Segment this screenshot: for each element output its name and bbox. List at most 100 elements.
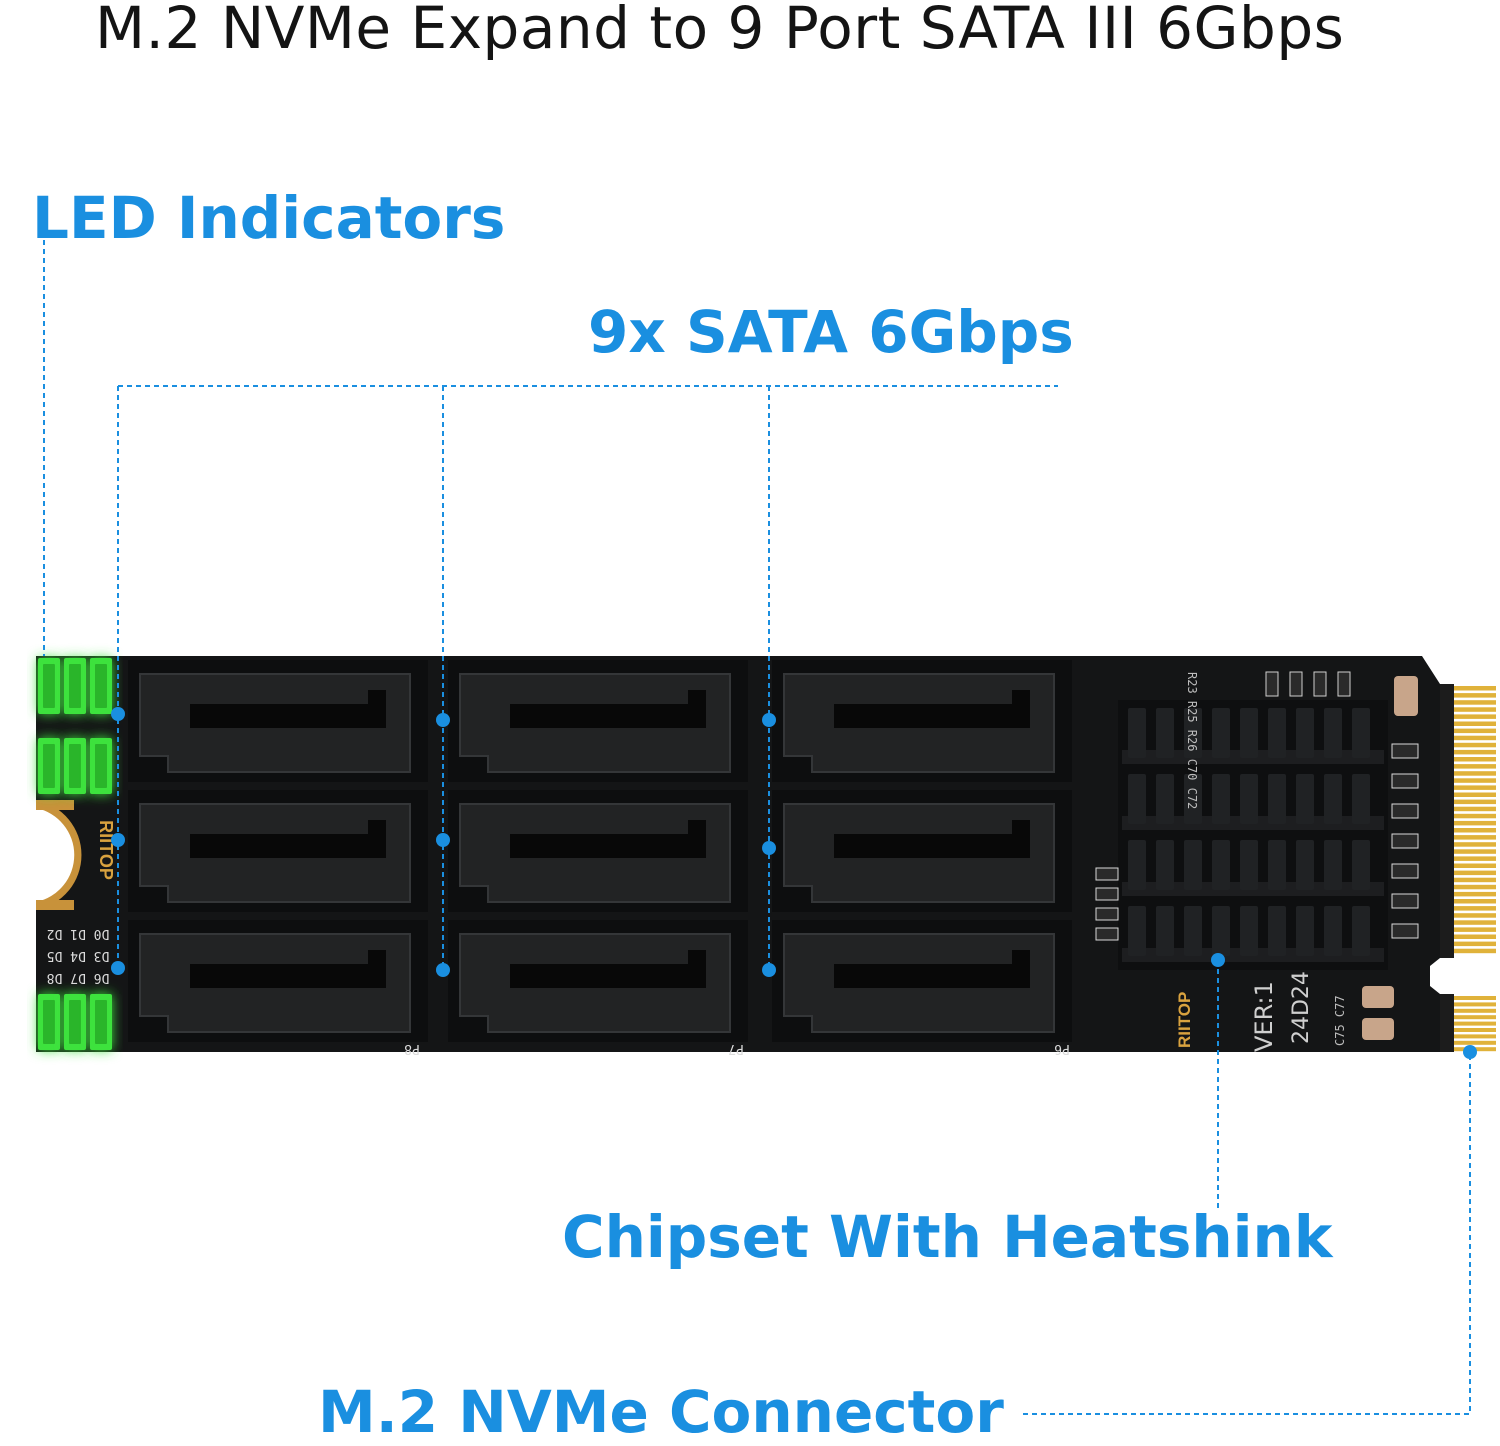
gold-finger: [1454, 714, 1496, 719]
gold-finger: [1454, 757, 1496, 762]
heatsink-fin: [1324, 774, 1342, 824]
heatsink-fin: [1128, 708, 1146, 758]
gold-finger: [1454, 771, 1496, 776]
heatsink-fin: [1296, 906, 1314, 956]
gold-finger: [1454, 1008, 1496, 1013]
gold-finger: [1454, 792, 1496, 797]
led-body: [95, 744, 107, 788]
heatsink-fin: [1268, 708, 1286, 758]
sata-port: [448, 920, 748, 1042]
silkscreen-refs: R23 R25 R26 C70 C72: [1185, 672, 1199, 809]
date-code: 24D24: [1289, 971, 1314, 1044]
heatsink-fin: [1268, 840, 1286, 890]
sata-port-slot-key: [1012, 690, 1030, 728]
led-body: [43, 744, 55, 788]
led-body: [95, 1000, 107, 1044]
heatsink-fin: [1212, 840, 1230, 890]
smd-capacitor: [1394, 676, 1418, 716]
heatsink-fin: [1324, 906, 1342, 956]
smd-resistor: [1265, 671, 1279, 697]
gold-finger: [1454, 835, 1496, 840]
heatsink-fin: [1184, 840, 1202, 890]
callout-dot: [762, 963, 776, 977]
heatsink-fin: [1128, 774, 1146, 824]
smd-component: [1391, 863, 1419, 879]
sata-ports-label: 9x SATA 6Gbps: [588, 298, 1074, 366]
smd-components: [1095, 671, 1419, 1040]
smd-component: [1095, 927, 1119, 941]
sata-port: [128, 660, 428, 782]
gold-finger: [1454, 749, 1496, 755]
sata-port-slot: [510, 704, 706, 728]
gold-finger: [1454, 728, 1496, 734]
gold-finger: [1454, 1021, 1496, 1026]
heatsink-fin: [1324, 840, 1342, 890]
callout-dot: [111, 707, 125, 721]
smd-resistor: [1313, 671, 1327, 697]
heatsink-fin: [1212, 774, 1230, 824]
brand-logo-right: RIITOP: [1175, 992, 1194, 1048]
finger-base: [1440, 684, 1454, 958]
gold-finger: [1454, 856, 1496, 861]
smd-capacitor: [1362, 986, 1394, 1008]
heatsink-fin: [1296, 708, 1314, 758]
heatsink-fin: [1128, 906, 1146, 956]
heatsink-fin: [1212, 906, 1230, 956]
gold-finger: [1454, 742, 1496, 748]
board-version: VER:1: [1250, 981, 1278, 1052]
sata-port-slot-key: [688, 820, 706, 858]
smd-component: [1095, 867, 1119, 881]
led-silk-1: D0 D1 D2: [47, 926, 110, 941]
led-silk-3: D6 D7 D8: [47, 970, 110, 985]
gold-finger: [1454, 996, 1496, 1000]
gold-finger: [1454, 934, 1496, 939]
sata-port-slot-key: [1012, 820, 1030, 858]
sata-port: [448, 660, 748, 782]
callout-dot: [436, 963, 450, 977]
sata-port-slot-key: [368, 690, 386, 728]
heatsink-fin: [1352, 840, 1370, 890]
heatsink-fin: [1184, 774, 1202, 824]
sata-port: [772, 660, 1072, 782]
gold-finger: [1454, 941, 1496, 947]
heatsink-fin: [1240, 906, 1258, 956]
sata-port-slot: [834, 704, 1030, 728]
sata-port-slot-key: [688, 690, 706, 728]
sata-port: [128, 790, 428, 912]
callout-dot: [762, 841, 776, 855]
callout-dot: [1463, 1045, 1477, 1059]
gold-finger: [1454, 870, 1496, 876]
gold-finger: [1454, 700, 1496, 705]
callout-dot: [111, 961, 125, 975]
page-title: M.2 NVMe Expand to 9 Port SATA III 6Gbps: [95, 0, 1345, 62]
m2-gold-fingers: [1440, 684, 1496, 1052]
gold-finger: [1454, 1034, 1496, 1039]
gold-finger: [1454, 806, 1496, 812]
smd-resistor: [1289, 671, 1303, 697]
gold-finger: [1454, 1015, 1496, 1020]
gold-finger: [1454, 927, 1496, 932]
smd-component: [1095, 887, 1119, 901]
heatsink-fin: [1184, 906, 1202, 956]
sata-port-slot-key: [688, 950, 706, 988]
smd-component: [1391, 833, 1419, 849]
heatsink-fin: [1268, 906, 1286, 956]
callout-dots: [111, 707, 1477, 1059]
port-label-p6: P6: [1054, 1041, 1070, 1056]
gold-finger: [1454, 820, 1496, 826]
gold-finger: [1454, 778, 1496, 783]
smd-component: [1391, 743, 1419, 759]
sata-port: [448, 790, 748, 912]
chipset-heatsink: [1118, 700, 1388, 970]
gold-finger: [1454, 842, 1496, 847]
gold-finger: [1454, 707, 1496, 712]
sata-port-slot-key: [368, 820, 386, 858]
sata-port-slot: [834, 834, 1030, 858]
heatsink-fin: [1324, 708, 1342, 758]
led-body: [69, 744, 81, 788]
gold-finger: [1454, 1028, 1496, 1032]
callout-leader-lines: [43, 240, 1471, 1415]
gold-finger: [1454, 764, 1496, 769]
gold-finger: [1454, 863, 1496, 868]
